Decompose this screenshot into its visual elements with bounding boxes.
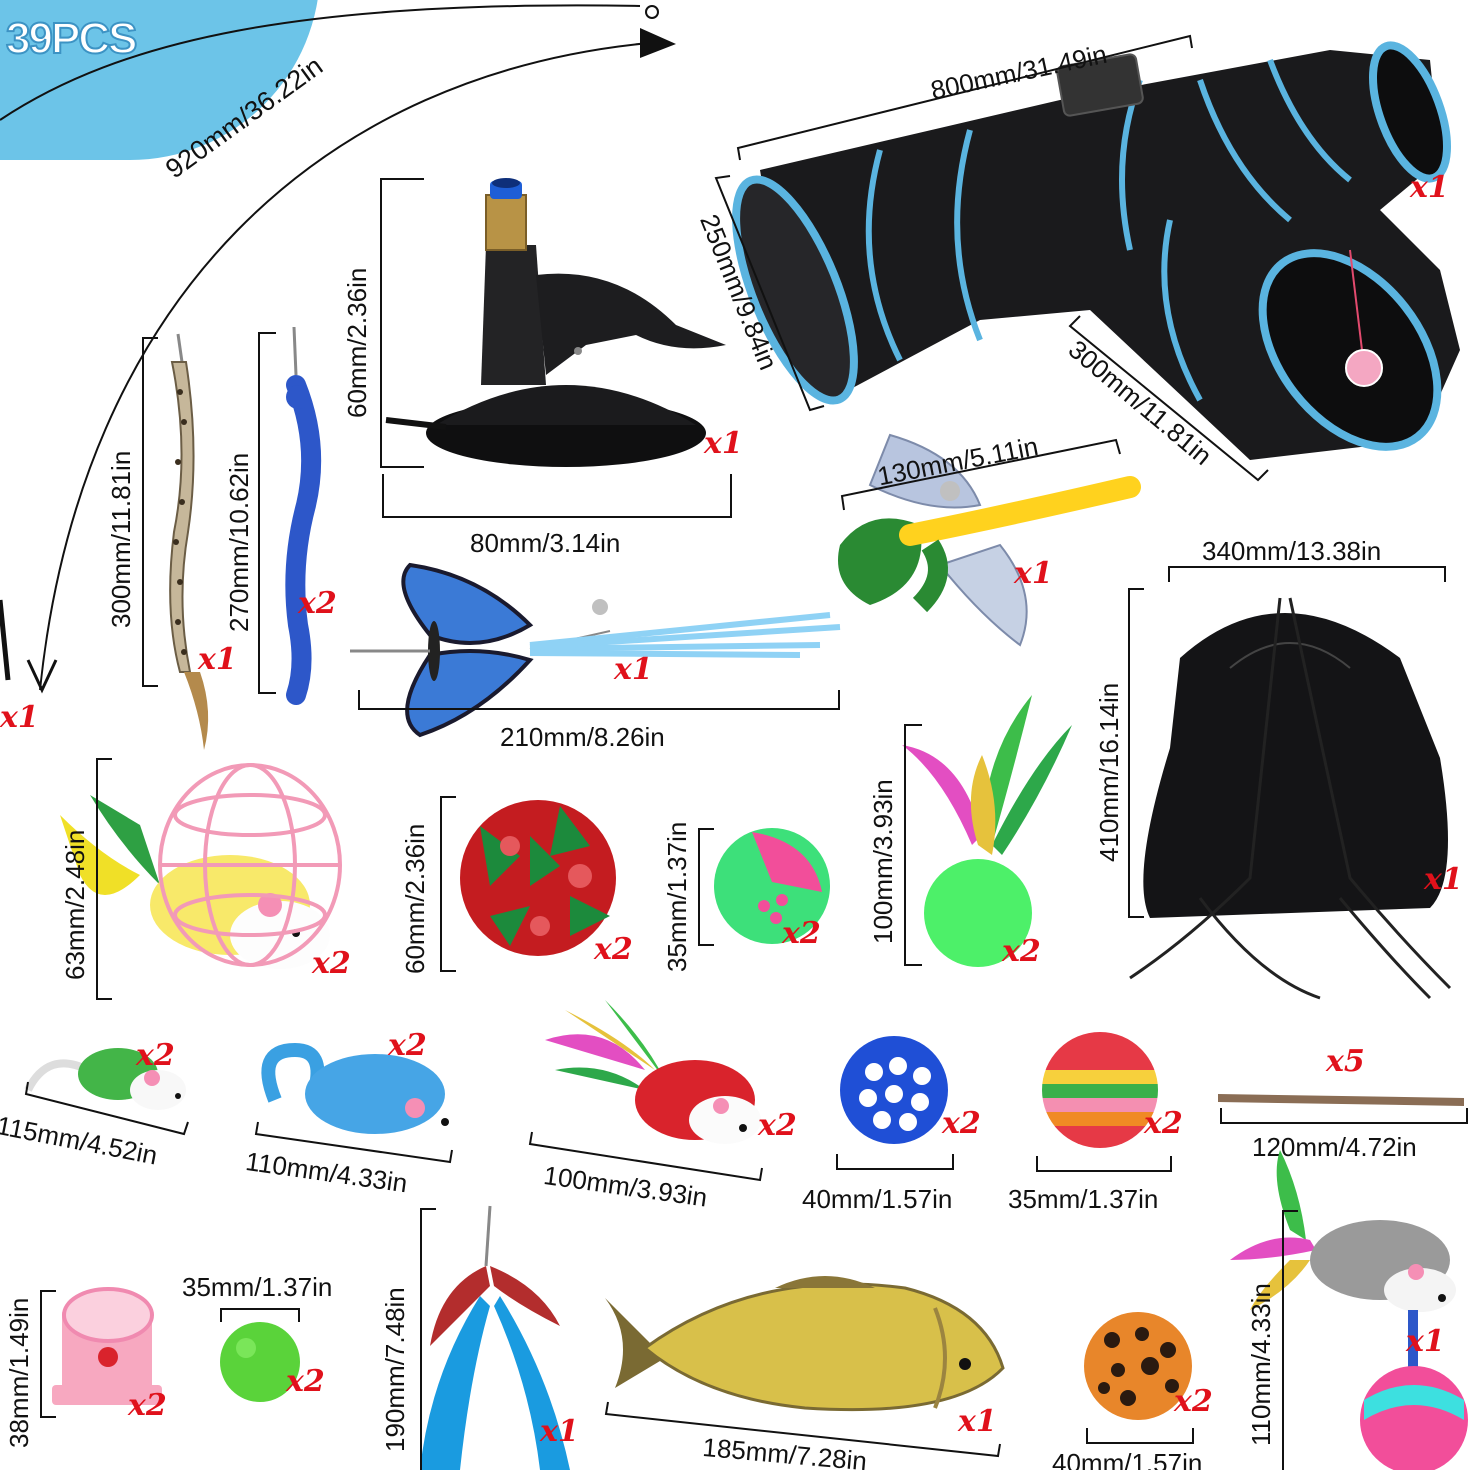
crinkle-ball-qty: x2 (594, 932, 633, 967)
butterfly-image (350, 562, 841, 738)
roller-line (40, 1290, 56, 1418)
feather-mouse-qty: x2 (758, 1108, 797, 1143)
bell-ball-qty: x2 (782, 916, 821, 951)
feather-refill-qty: x1 (540, 1414, 579, 1449)
blue-mouse-qty: x2 (388, 1028, 427, 1063)
crinkle-ball-image (460, 800, 616, 956)
backpack-width-line (1168, 566, 1446, 582)
tunnel-qty: x1 (1410, 170, 1449, 205)
cage-ball-line (836, 1154, 954, 1170)
catnip-stick-qty: x5 (1326, 1044, 1365, 1079)
pom-ball-qty: x2 (286, 1364, 325, 1399)
backpack-width-label: 340mm/13.38in (1202, 536, 1382, 566)
cage-mouse-qty: x2 (312, 946, 351, 981)
small-mouse-qty: x2 (136, 1038, 175, 1073)
roller-image (52, 1287, 162, 1405)
leopard-refill-line (142, 337, 158, 687)
tumbler-mouse-qty: x1 (1406, 1324, 1445, 1359)
bell-ball-image (714, 828, 830, 944)
cage-mouse-image (60, 763, 342, 969)
crinkle-ball-line (440, 796, 456, 972)
pom-ball-line (220, 1308, 300, 1322)
suction-cup-width-line (382, 474, 732, 518)
small-mouse-image (24, 1048, 186, 1110)
backpack-qty: x1 (1424, 862, 1463, 897)
leopard-ball-image (1084, 1312, 1192, 1420)
feather-refill-image (420, 1205, 570, 1470)
cage-mouse-line (96, 758, 112, 1000)
tumbler-mouse-line (1282, 1210, 1298, 1470)
rainbow-ball-qty: x2 (1144, 1106, 1183, 1141)
blue-mouse-image (261, 1042, 449, 1134)
rainbow-ball-line (1036, 1156, 1172, 1172)
rainbow-ball-image (1042, 1032, 1158, 1148)
feather-ball-qty: x2 (1002, 934, 1041, 969)
tunnel-image (732, 41, 1460, 460)
feather-ball-line (904, 724, 922, 966)
suction-cup-image (385, 178, 726, 467)
pom-ball-image (220, 1322, 300, 1402)
butterfly-label: 210mm/8.26in (500, 722, 665, 752)
butterfly-line (358, 690, 840, 710)
fish-qty: x1 (958, 1404, 997, 1439)
leopard-refill-image (169, 333, 209, 750)
pom-ball-label: 35mm/1.37in (182, 1272, 333, 1302)
leopard-ball-qty: x2 (1174, 1384, 1213, 1419)
feather-ball-image (902, 695, 1072, 967)
suction-cup-height-line (380, 178, 424, 468)
rainbow-ball-label: 35mm/1.37in (1008, 1184, 1159, 1214)
worm-refill-image (285, 326, 322, 705)
leopard-ball-line (1086, 1428, 1194, 1444)
catnip-stick-image (1218, 1094, 1464, 1106)
dragonfly-qty: x1 (1014, 556, 1053, 591)
worm-refill-qty: x2 (298, 586, 337, 621)
backpack-height-line (1128, 588, 1144, 918)
bell-ball-line (698, 828, 714, 946)
cage-ball-qty: x2 (942, 1106, 981, 1141)
count-badge-label: 39PCS (5, 13, 138, 64)
leopard-refill-qty: x1 (198, 642, 237, 677)
tumbler-mouse-image (1230, 1150, 1468, 1470)
dragonfly-image (838, 433, 1141, 647)
suction-cup-qty: x1 (704, 426, 743, 461)
roller-qty: x2 (128, 1388, 167, 1423)
fish-image (605, 1276, 1005, 1412)
cage-ball-image (840, 1036, 948, 1144)
catnip-stick-line (1220, 1108, 1468, 1124)
suction-cup-width-label: 80mm/3.14in (470, 528, 621, 558)
feather-refill-line (420, 1208, 436, 1470)
leopard-ball-label: 40mm/1.57in (1052, 1448, 1203, 1470)
cage-ball-label: 40mm/1.57in (802, 1184, 953, 1214)
wand-arc-arrow-icon (0, 4, 676, 694)
wand-qty: x1 (0, 700, 39, 735)
worm-refill-line (258, 332, 276, 694)
feather-mouse-image (545, 1000, 761, 1144)
backpack-image (1129, 597, 1452, 1000)
tumbler-mouse-label: 110mm/4.33in (1246, 1283, 1276, 1446)
butterfly-qty: x1 (614, 652, 653, 687)
